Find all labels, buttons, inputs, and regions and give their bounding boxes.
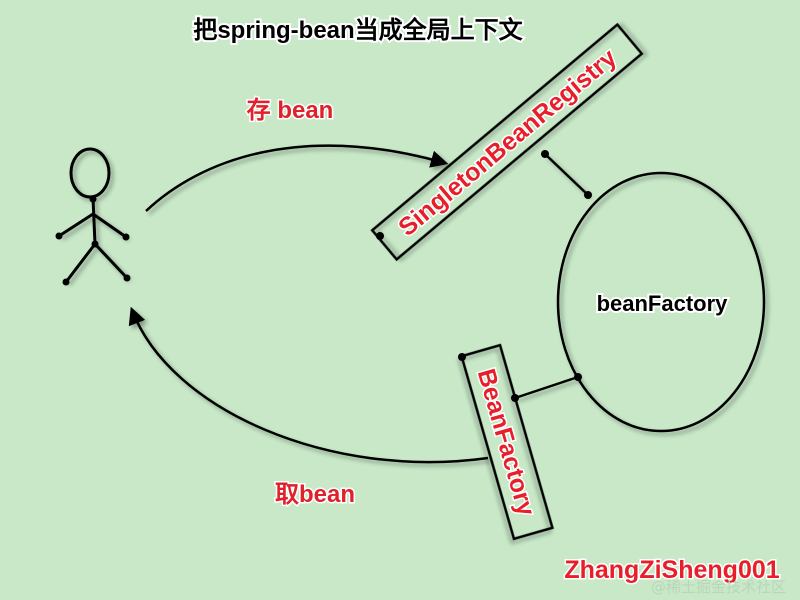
diagram-title: 把spring-bean当成全局上下文 <box>193 16 523 44</box>
user-stick-figure-icon <box>58 147 129 283</box>
bean-factory-ellipse <box>556 171 766 433</box>
author-signature: ZhangZiSheng001 <box>564 556 779 584</box>
fetch-bean-label: 取bean <box>275 481 355 508</box>
store-bean-label: 存 bean <box>247 97 334 124</box>
user-joint-dots <box>55 195 131 286</box>
singleton-bean-registry-box: SingletonBeanRegistry <box>370 22 644 262</box>
store-arrow <box>145 144 449 212</box>
watermark-text: @稀土掘金技术社区 <box>651 578 786 596</box>
bean-factory-interface-label: BeanFactory <box>472 366 541 519</box>
bean-factory-interface-box: BeanFactory <box>460 343 554 541</box>
connector-dots <box>376 150 592 402</box>
bean-factory-impl-label: beanFactory <box>597 291 729 316</box>
interface-connectors <box>514 153 589 400</box>
fetch-arrow <box>128 306 489 464</box>
